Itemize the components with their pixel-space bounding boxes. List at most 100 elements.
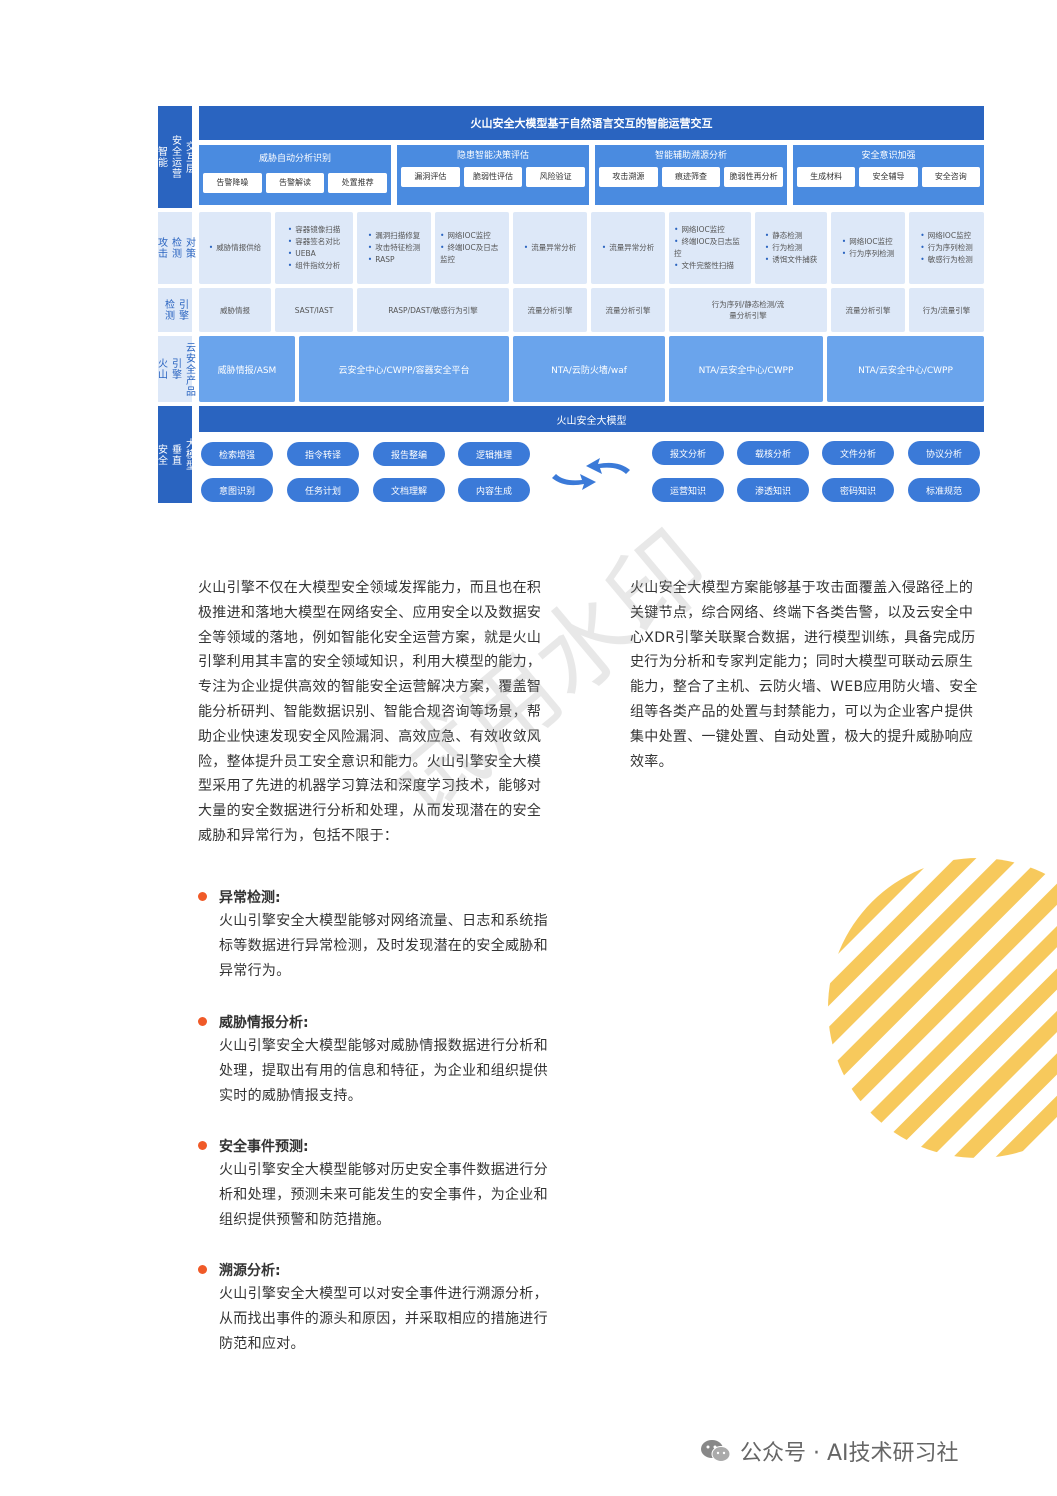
footer-text: 公众号 · AI技术研习社	[740, 1435, 959, 1467]
product-cell: NTA/云安全中心/CWPP	[669, 336, 823, 402]
bullet-traceability: 溯源分析: 火山引擎安全大模型可以对安全事件进行溯源分析，从而找出事件的源头和原…	[198, 1257, 554, 1357]
group-item: 攻击溯源	[599, 167, 658, 187]
group-item: 安全咨询	[922, 167, 980, 187]
capability-pill: 逻辑推理	[458, 442, 530, 466]
side-label-detection-engine: 检测 引擎	[158, 288, 192, 332]
group-item: 告警解读	[266, 173, 325, 193]
top-bar-title: 火山安全大模型基于自然语言交互的智能运营交互	[199, 106, 984, 140]
side-label-text: 交互层	[184, 141, 195, 174]
group-traceability: 智能辅助溯源分析 攻击溯源 痕迹筛查 脆弱性再分析	[595, 145, 787, 205]
engine-cell: RASP/DAST/敏感行为引擎	[357, 288, 509, 332]
detect-cell: 流量异常分析	[591, 212, 665, 284]
detect-item: 网络IOC监控	[920, 230, 972, 242]
side-label-text: 安全运营	[170, 135, 181, 179]
model-bar-title: 火山安全大模型	[199, 406, 984, 432]
product-cell: NTA/云防火墙/waf	[513, 336, 665, 402]
striped-circle-decoration	[828, 858, 1057, 1158]
cycle-arrows-icon	[544, 458, 638, 490]
detect-cell: 流量异常分析	[513, 212, 587, 284]
detect-item: 网络IOC监控	[674, 224, 746, 236]
side-label-text: 火山	[156, 358, 167, 380]
bullet-threat-intel: 威胁情报分析: 火山引擎安全大模型能够对威胁情报数据进行分析和处理，提取出有用的…	[198, 1009, 554, 1109]
detect-item: 静态检测	[765, 230, 817, 242]
bullet-body: 火山引擎安全大模型能够对威胁情报数据进行分析和处理，提取出有用的信息和特征，为企…	[198, 1034, 554, 1109]
product-cell: 威胁情报/ASM	[199, 336, 295, 402]
detect-cell: 静态检测 行为检测 诱饵文件捕获	[755, 212, 827, 284]
detect-item: 终端IOC及日志监控	[440, 242, 504, 266]
detect-item: 漏洞扫描修复	[368, 230, 420, 242]
group-threat-analysis: 威胁自动分析识别 告警降噪 告警解读 处置推荐	[199, 145, 391, 205]
wechat-icon	[700, 1439, 732, 1463]
capability-pill: 意图识别	[201, 478, 273, 502]
side-label-text: 云安全产品	[184, 342, 195, 397]
detect-cell: 漏洞扫描修复 攻击特征检测 RASP	[357, 212, 431, 284]
bullet-title: 异常检测:	[219, 887, 281, 907]
group-item: 痕迹筛查	[662, 167, 721, 187]
bullet-body: 火山引擎安全大模型能够对网络流量、日志和系统指标等数据进行异常检测，及时发现潜在…	[198, 909, 554, 984]
detect-item: 终端IOC及日志监控	[674, 236, 746, 260]
capability-pill: 文档理解	[373, 478, 445, 502]
detect-item: 容器签名对比	[288, 236, 340, 248]
capability-pill: 指令转译	[287, 442, 359, 466]
knowledge-pill: 标准规范	[908, 478, 980, 502]
engine-cell: SAST/IAST	[275, 288, 353, 332]
group-title: 智能辅助溯源分析	[595, 145, 787, 167]
bullet-body: 火山引擎安全大模型能够对历史安全事件数据进行分析和处理，预测未来可能发生的安全事…	[198, 1158, 554, 1233]
side-label-text: 安全	[156, 444, 167, 466]
bullet-title: 安全事件预测:	[219, 1136, 309, 1156]
detect-item: 敏感行为检测	[920, 254, 972, 266]
engine-cell: 行为序列/静态检测/流量分析引擎	[669, 288, 827, 332]
knowledge-pill: 渗透知识	[737, 478, 809, 502]
group-item: 安全辅导	[859, 167, 917, 187]
knowledge-pill: 协议分析	[908, 441, 980, 465]
group-awareness: 安全意识加强 生成材料 安全辅导 安全咨询	[793, 145, 984, 205]
side-label-attack-detection: 攻击 检测 对策	[158, 212, 192, 284]
detect-item: 网络IOC监控	[842, 236, 894, 248]
group-item: 告警降噪	[203, 173, 262, 193]
detect-item: 文件完整性扫描	[674, 260, 746, 272]
group-title: 威胁自动分析识别	[199, 145, 391, 173]
side-label-cloud-products: 火山 引擎 云安全产品	[158, 336, 192, 402]
detect-item: 攻击特征检测	[368, 242, 420, 254]
detect-cell: 网络IOC监控 行为序列检测	[831, 212, 905, 284]
detect-item: 行为检测	[765, 242, 817, 254]
group-item: 生成材料	[797, 167, 855, 187]
bullet-anomaly-detection: 异常检测: 火山引擎安全大模型能够对网络流量、日志和系统指标等数据进行异常检测，…	[198, 884, 554, 984]
capability-pill: 内容生成	[458, 478, 530, 502]
capability-pill: 任务计划	[287, 478, 359, 502]
capability-pill: 检索增强	[201, 442, 273, 466]
bullet-title: 威胁情报分析:	[219, 1012, 309, 1032]
right-paragraph: 火山安全大模型方案能够基于攻击面覆盖入侵路径上的关键节点，综合网络、终端下各类告…	[630, 576, 986, 774]
group-item: 漏洞评估	[401, 167, 460, 187]
knowledge-pill: 运营知识	[652, 478, 724, 502]
group-item: 脆弱性评估	[464, 167, 523, 187]
side-label-vertical-model: 安全 垂直 大模型	[158, 406, 192, 503]
side-label-text: 对策	[184, 237, 195, 259]
bullet-dot-icon	[198, 892, 207, 901]
bullet-dot-icon	[198, 1265, 207, 1274]
detect-item: 诱饵文件捕获	[765, 254, 817, 266]
group-title: 安全意识加强	[793, 145, 984, 167]
side-label-text: 引擎	[177, 299, 188, 321]
detect-item: 流量异常分析	[524, 242, 576, 254]
detect-cell: 容器镜像扫描 容器签名对比 UEBA 组件指纹分析	[275, 212, 353, 284]
group-item: 脆弱性再分析	[724, 167, 783, 187]
side-label-text: 智能	[156, 146, 167, 168]
detect-item: 行为序列检测	[842, 248, 894, 260]
engine-cell: 流量分析引擎	[591, 288, 665, 332]
product-cell: NTA/云安全中心/CWPP	[827, 336, 984, 402]
side-label-text: 大模型	[184, 438, 195, 471]
detect-cell: 网络IOC监控 终端IOC及日志监控 文件完整性扫描	[669, 212, 751, 284]
detect-cell: 威胁情报供给	[199, 212, 271, 284]
detect-cell: 网络IOC监控 终端IOC及日志监控	[435, 212, 509, 284]
group-item: 处置推荐	[328, 173, 387, 193]
knowledge-pill: 载核分析	[737, 441, 809, 465]
detect-item: 威胁情报供给	[209, 242, 261, 254]
side-label-text: 攻击	[156, 237, 167, 259]
detect-item: 组件指纹分析	[288, 260, 340, 272]
group-risk-assessment: 隐患智能决策评估 漏洞评估 脆弱性评估 风险验证	[397, 145, 589, 205]
bullet-event-prediction: 安全事件预测: 火山引擎安全大模型能够对历史安全事件数据进行分析和处理，预测未来…	[198, 1133, 554, 1233]
bullet-body: 火山引擎安全大模型可以对安全事件进行溯源分析，从而找出事件的源头和原因，并采取相…	[198, 1282, 554, 1357]
side-label-interaction-layer: 智能 安全运营 交互层	[158, 106, 192, 208]
bullet-title: 溯源分析:	[219, 1260, 281, 1280]
